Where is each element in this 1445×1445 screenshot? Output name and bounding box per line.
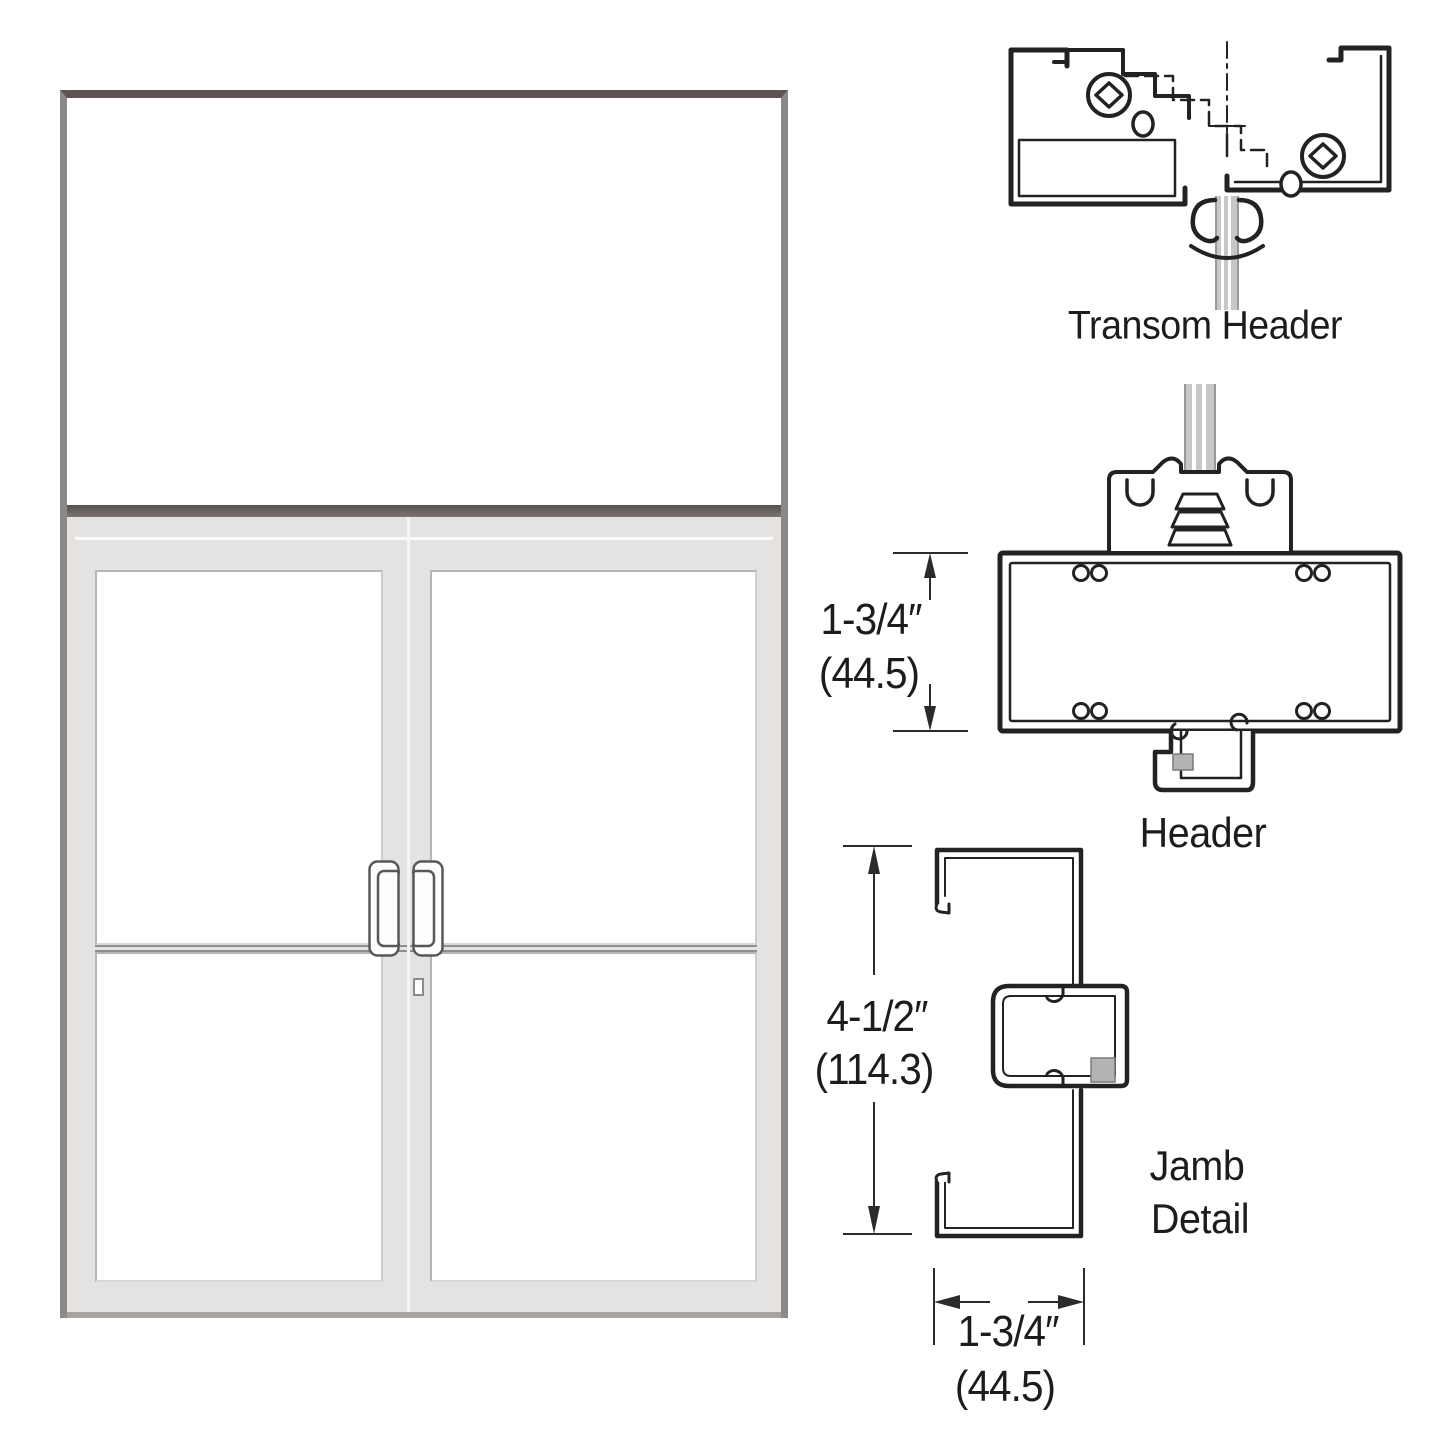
transom-glass <box>67 98 781 505</box>
header-height-dimension <box>893 552 968 732</box>
gasket-tab <box>1090 1057 1116 1083</box>
head-frame-groove <box>75 537 773 540</box>
door-stop <box>1152 728 1256 793</box>
screw-icon <box>1086 72 1132 118</box>
header-drawing <box>997 384 1403 793</box>
jamb-detail-label-line2: Detail <box>1150 1195 1250 1242</box>
jamb-detail-label-line1: Jamb <box>1149 1142 1245 1189</box>
transom-bar <box>67 505 781 517</box>
door-meeting-gap <box>407 517 410 1318</box>
header-tube <box>997 550 1403 734</box>
jamb-width-dimension <box>933 1268 1085 1345</box>
jamb-drawing <box>934 847 1130 1239</box>
lock-cylinder-icon <box>413 978 424 996</box>
glass-pane-right-lower <box>430 952 757 1282</box>
transom-header-label: Transom Header <box>1067 303 1343 348</box>
gasket-tab <box>1172 753 1194 771</box>
door-frame <box>67 517 781 1318</box>
threshold-sill <box>67 1312 781 1318</box>
header-height-mm: (44.5) <box>818 649 920 698</box>
glass-panel-icon <box>1216 196 1238 310</box>
pull-handle-icon <box>412 860 444 957</box>
transom-header-drawing <box>1008 41 1392 310</box>
jamb-width-mm: (44.5) <box>954 1362 1056 1411</box>
jamb-height-inches: 4-1/2″ <box>826 992 928 1041</box>
door-elevation <box>60 90 788 1318</box>
glass-pane-left-upper <box>95 570 383 945</box>
screw-icon <box>1300 133 1346 179</box>
glass-pane-left-lower <box>95 952 383 1282</box>
jamb-height-mm: (114.3) <box>814 1045 935 1094</box>
jamb-height-dimension <box>843 845 912 1235</box>
header-height-inches: 1-3/4″ <box>820 595 922 644</box>
glazing-gasket <box>1174 492 1226 511</box>
glass-pane-right-upper <box>430 570 757 945</box>
header-label: Header <box>1139 809 1267 856</box>
pull-handle-icon <box>368 860 400 957</box>
jamb-width-inches: 1-3/4″ <box>957 1307 1059 1356</box>
